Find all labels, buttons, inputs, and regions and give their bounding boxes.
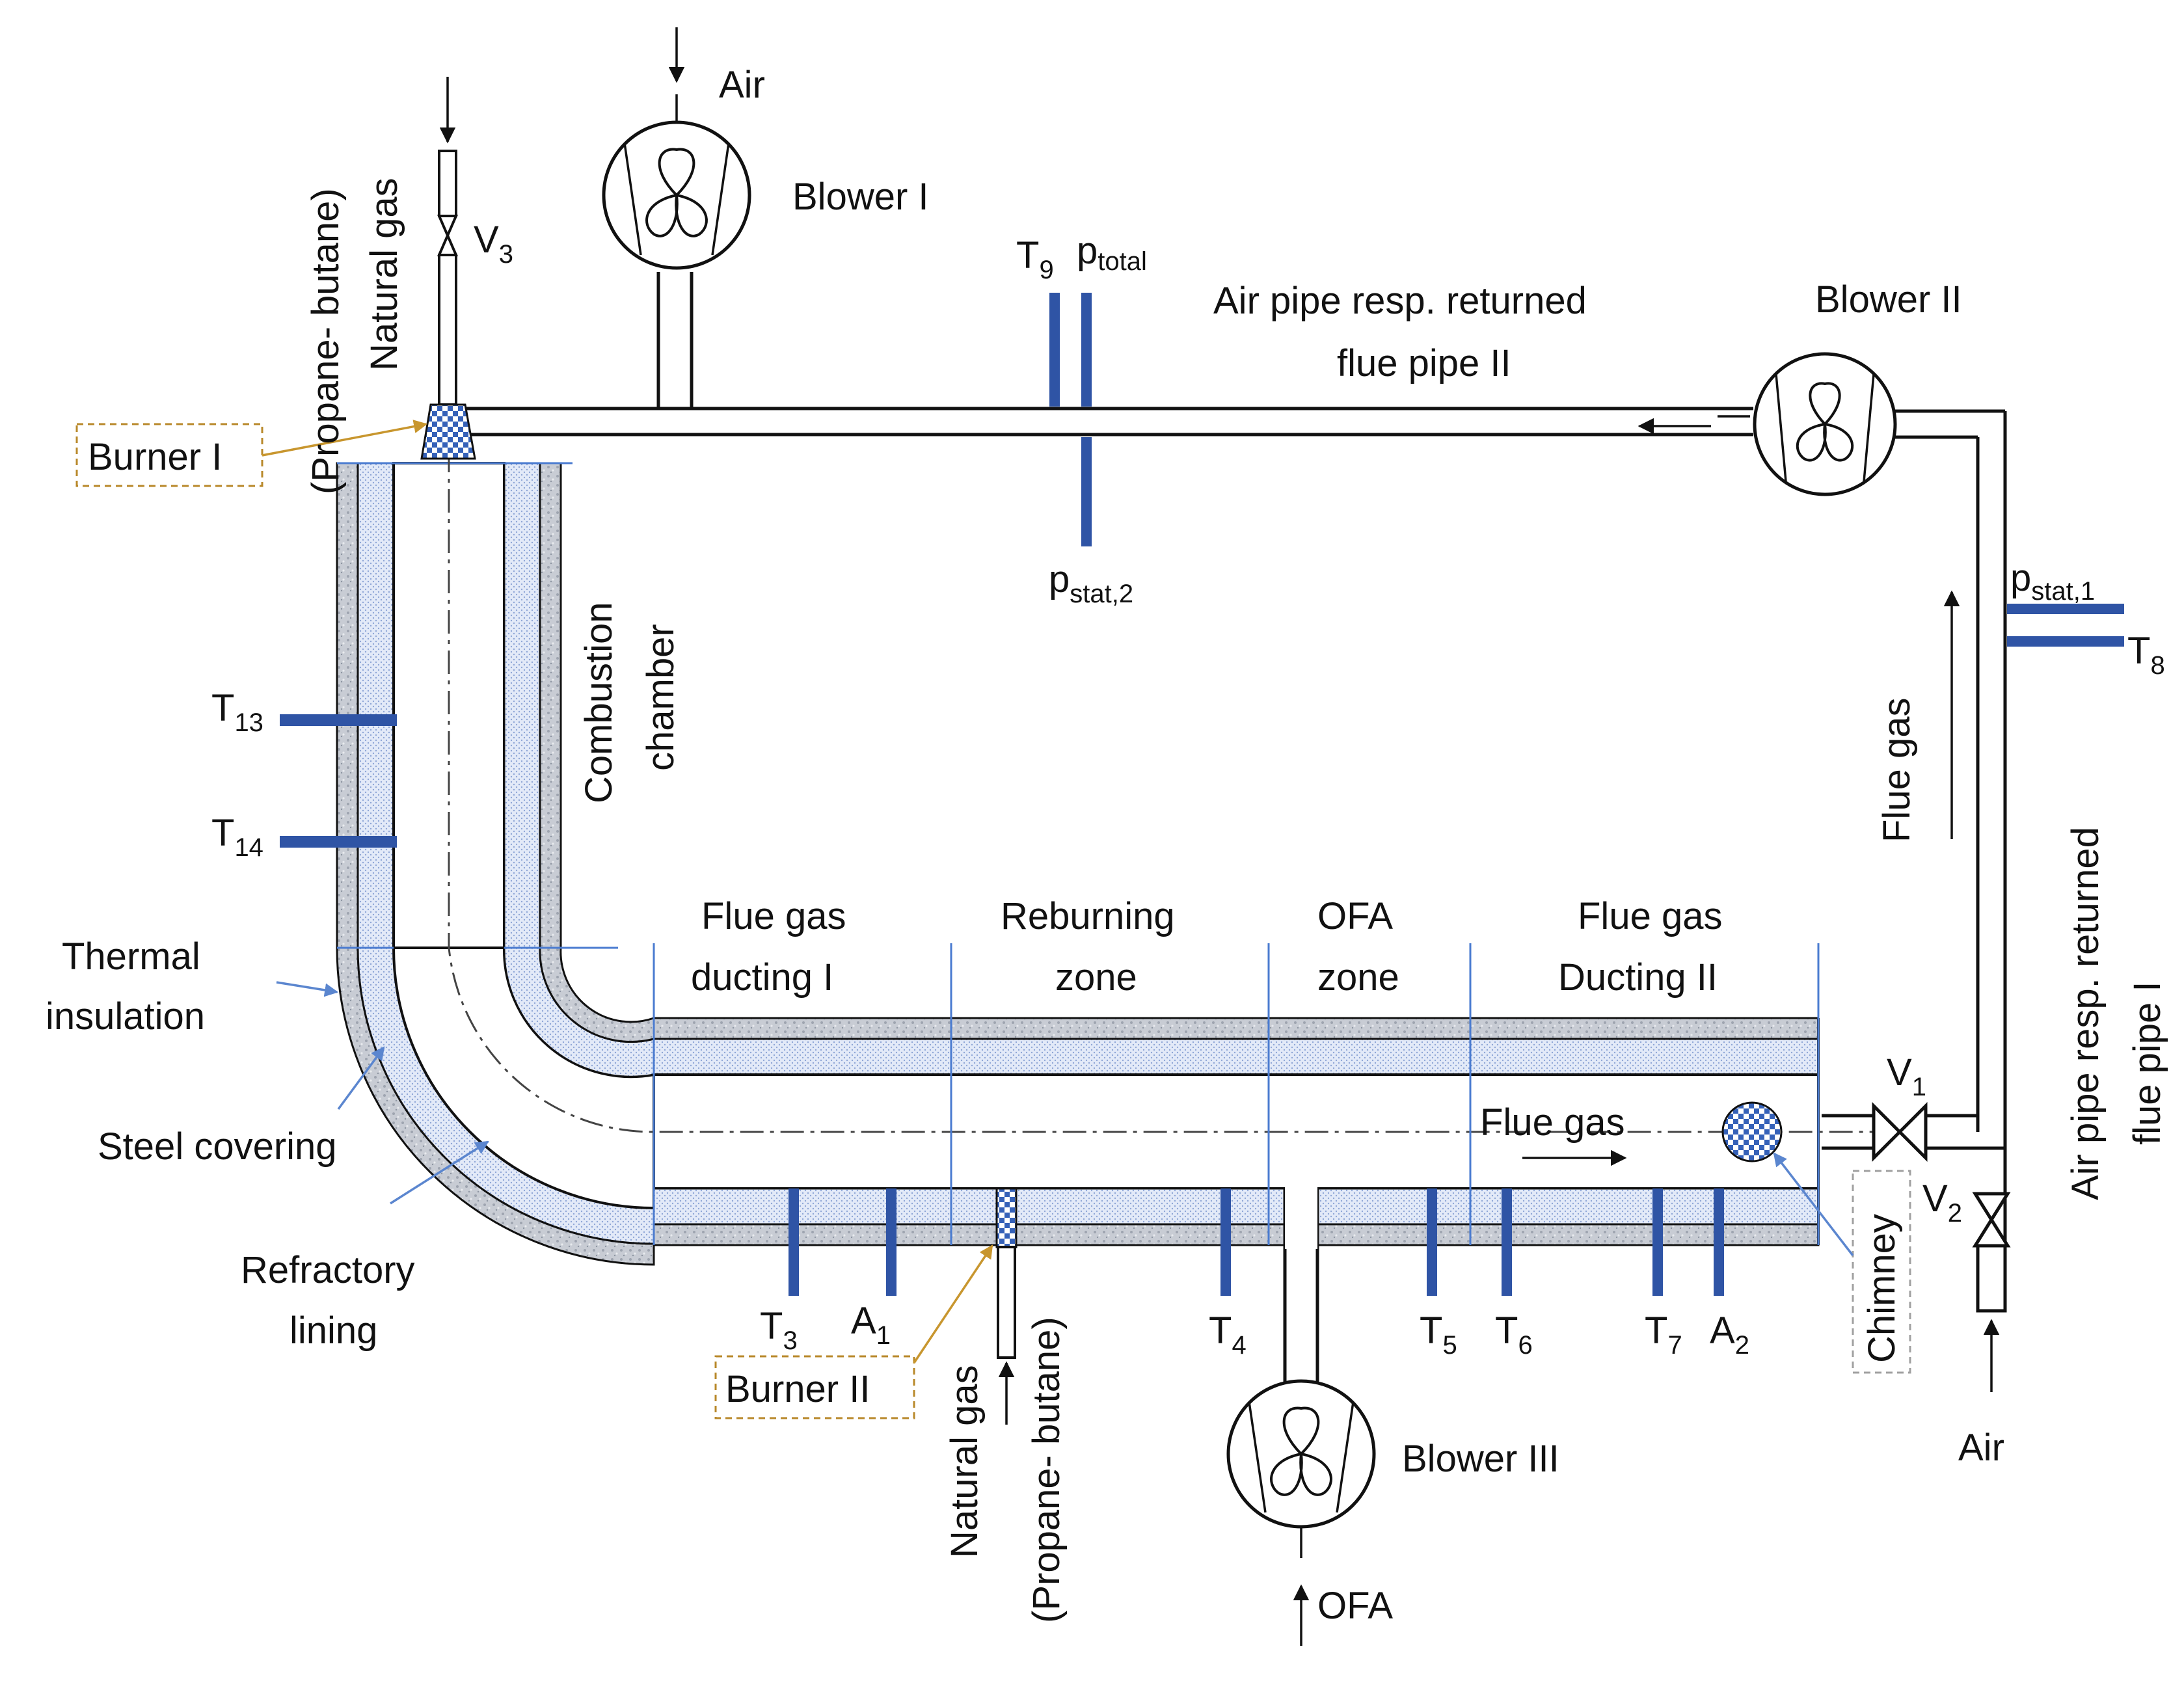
sensor-t6 — [1502, 1188, 1512, 1296]
label-refractory-line1: Refractory — [241, 1249, 415, 1291]
pipe-flow-arrow — [1638, 415, 1750, 435]
label-t4: T4 — [1209, 1309, 1247, 1360]
label-a1: A1 — [851, 1300, 891, 1350]
sensor-t5 — [1427, 1188, 1437, 1296]
label-refractory-line2: lining — [290, 1309, 377, 1352]
blower-2 — [1753, 352, 1897, 496]
sensor-t8 — [2007, 636, 2124, 647]
refractory-pointer — [390, 1140, 489, 1205]
sensor-t7 — [1652, 1188, 1663, 1296]
label-thermal-line1: Thermal — [62, 935, 200, 978]
label-p-total: ptotal — [1077, 230, 1147, 276]
sensor-p-stat1 — [2007, 604, 2124, 614]
labels: Air Blower I Natural gas (Propane- butan… — [46, 64, 2168, 1627]
sensor-t9 — [1049, 293, 1060, 407]
label-t5: T5 — [1420, 1309, 1457, 1360]
zone-dividers — [653, 943, 1820, 1245]
label-v1: V1 — [1887, 1051, 1926, 1101]
chimney-pointer — [1773, 1152, 1854, 1257]
label-air-bottom: Air — [1958, 1427, 2004, 1469]
label-steel-covering: Steel covering — [98, 1125, 337, 1168]
label-air-pipe-2-line1: Air pipe resp. returned — [1213, 280, 1587, 322]
burner-1-nozzle — [420, 403, 476, 460]
label-zone-2-line2: zone — [1055, 956, 1137, 999]
label-natural-gas-bottom: Natural gas — [943, 1365, 986, 1558]
label-t7: T7 — [1645, 1309, 1682, 1360]
label-air-pipe-1-line2: flue pipe I — [2126, 981, 2168, 1145]
label-t14: T14 — [211, 812, 263, 862]
valve-v2 — [1972, 1192, 2011, 1248]
air-pipe-1 — [1822, 409, 2007, 1313]
label-zone-3-line2: zone — [1317, 956, 1399, 999]
label-burner-2: Burner II — [725, 1368, 870, 1410]
label-t6: T6 — [1495, 1309, 1533, 1360]
label-propane-butane-bottom: (Propane- butane) — [1025, 1317, 1068, 1623]
label-t8: T8 — [2127, 630, 2165, 680]
label-t3: T3 — [760, 1305, 798, 1355]
label-blower-2: Blower II — [1815, 278, 1962, 321]
label-zone-1-line1: Flue gas — [701, 895, 846, 937]
sensors — [280, 293, 2124, 1296]
sensor-p-stat2 — [1081, 437, 1092, 546]
label-zone-4-line1: Flue gas — [1578, 895, 1722, 937]
label-v2: V2 — [1922, 1177, 1962, 1228]
label-zone-2-line1: Reburning — [1001, 895, 1175, 937]
label-t13: T13 — [211, 687, 263, 737]
label-zone-4-line2: Ducting II — [1558, 956, 1718, 999]
valve-v1 — [1872, 1101, 1928, 1162]
sensor-a1 — [886, 1188, 897, 1296]
label-thermal-line2: insulation — [46, 995, 205, 1038]
sensor-p-total — [1081, 293, 1092, 407]
sensor-t3 — [789, 1188, 799, 1296]
sensor-t4 — [1220, 1188, 1231, 1296]
label-air-pipe-1-line1: Air pipe resp. returned — [2064, 827, 2107, 1200]
label-zone-3-line1: OFA — [1317, 895, 1393, 937]
blower-1 — [602, 27, 751, 270]
chimney-callout-box — [1852, 1170, 1911, 1374]
air-pipe-2 — [465, 272, 1753, 436]
label-a2: A2 — [1710, 1309, 1749, 1360]
label-flue-gas-horizontal: Flue gas — [1480, 1101, 1625, 1144]
burner-2 — [995, 1187, 1018, 1425]
label-t9: T9 — [1016, 234, 1054, 284]
blower-3 — [1226, 1184, 1376, 1646]
label-ofa: OFA — [1317, 1585, 1393, 1627]
sensor-t14 — [280, 836, 397, 848]
label-burner-1: Burner I — [88, 436, 222, 478]
duct-centerline — [448, 449, 1919, 1133]
burner-2-callout-box — [714, 1355, 915, 1419]
label-combustion-line1: Combustion — [578, 602, 620, 803]
label-p-stat1: pstat,1 — [2010, 557, 2095, 606]
duct-elbow — [336, 947, 655, 1266]
steel-pointer — [337, 1046, 385, 1110]
label-natural-gas-top: Natural gas — [363, 178, 405, 371]
sensor-t13 — [280, 714, 397, 726]
gas-inlet-top — [420, 77, 476, 460]
label-air-pipe-2-line2: flue pipe II — [1337, 342, 1511, 384]
label-p-stat2: pstat,2 — [1049, 558, 1133, 608]
label-blower-3: Blower III — [1402, 1438, 1559, 1480]
thermal-pointer — [276, 981, 339, 997]
sensor-a2 — [1714, 1188, 1724, 1296]
combustion-chamber — [336, 462, 573, 949]
label-blower-1: Blower I — [792, 176, 929, 218]
chimney-circle — [1721, 1101, 1783, 1162]
label-zone-1-line2: ducting I — [691, 956, 833, 999]
label-flue-gas-vertical: Flue gas — [1876, 698, 1918, 842]
label-chimney: Chimney — [1861, 1214, 1903, 1363]
burner-1-pointer — [262, 420, 428, 457]
label-propane-butane-top: (Propane- butane) — [304, 188, 347, 494]
burner-2-pointer — [913, 1244, 993, 1363]
label-v3: V3 — [474, 219, 513, 269]
label-air-top: Air — [719, 64, 765, 106]
label-combustion-line2: chamber — [640, 624, 682, 771]
